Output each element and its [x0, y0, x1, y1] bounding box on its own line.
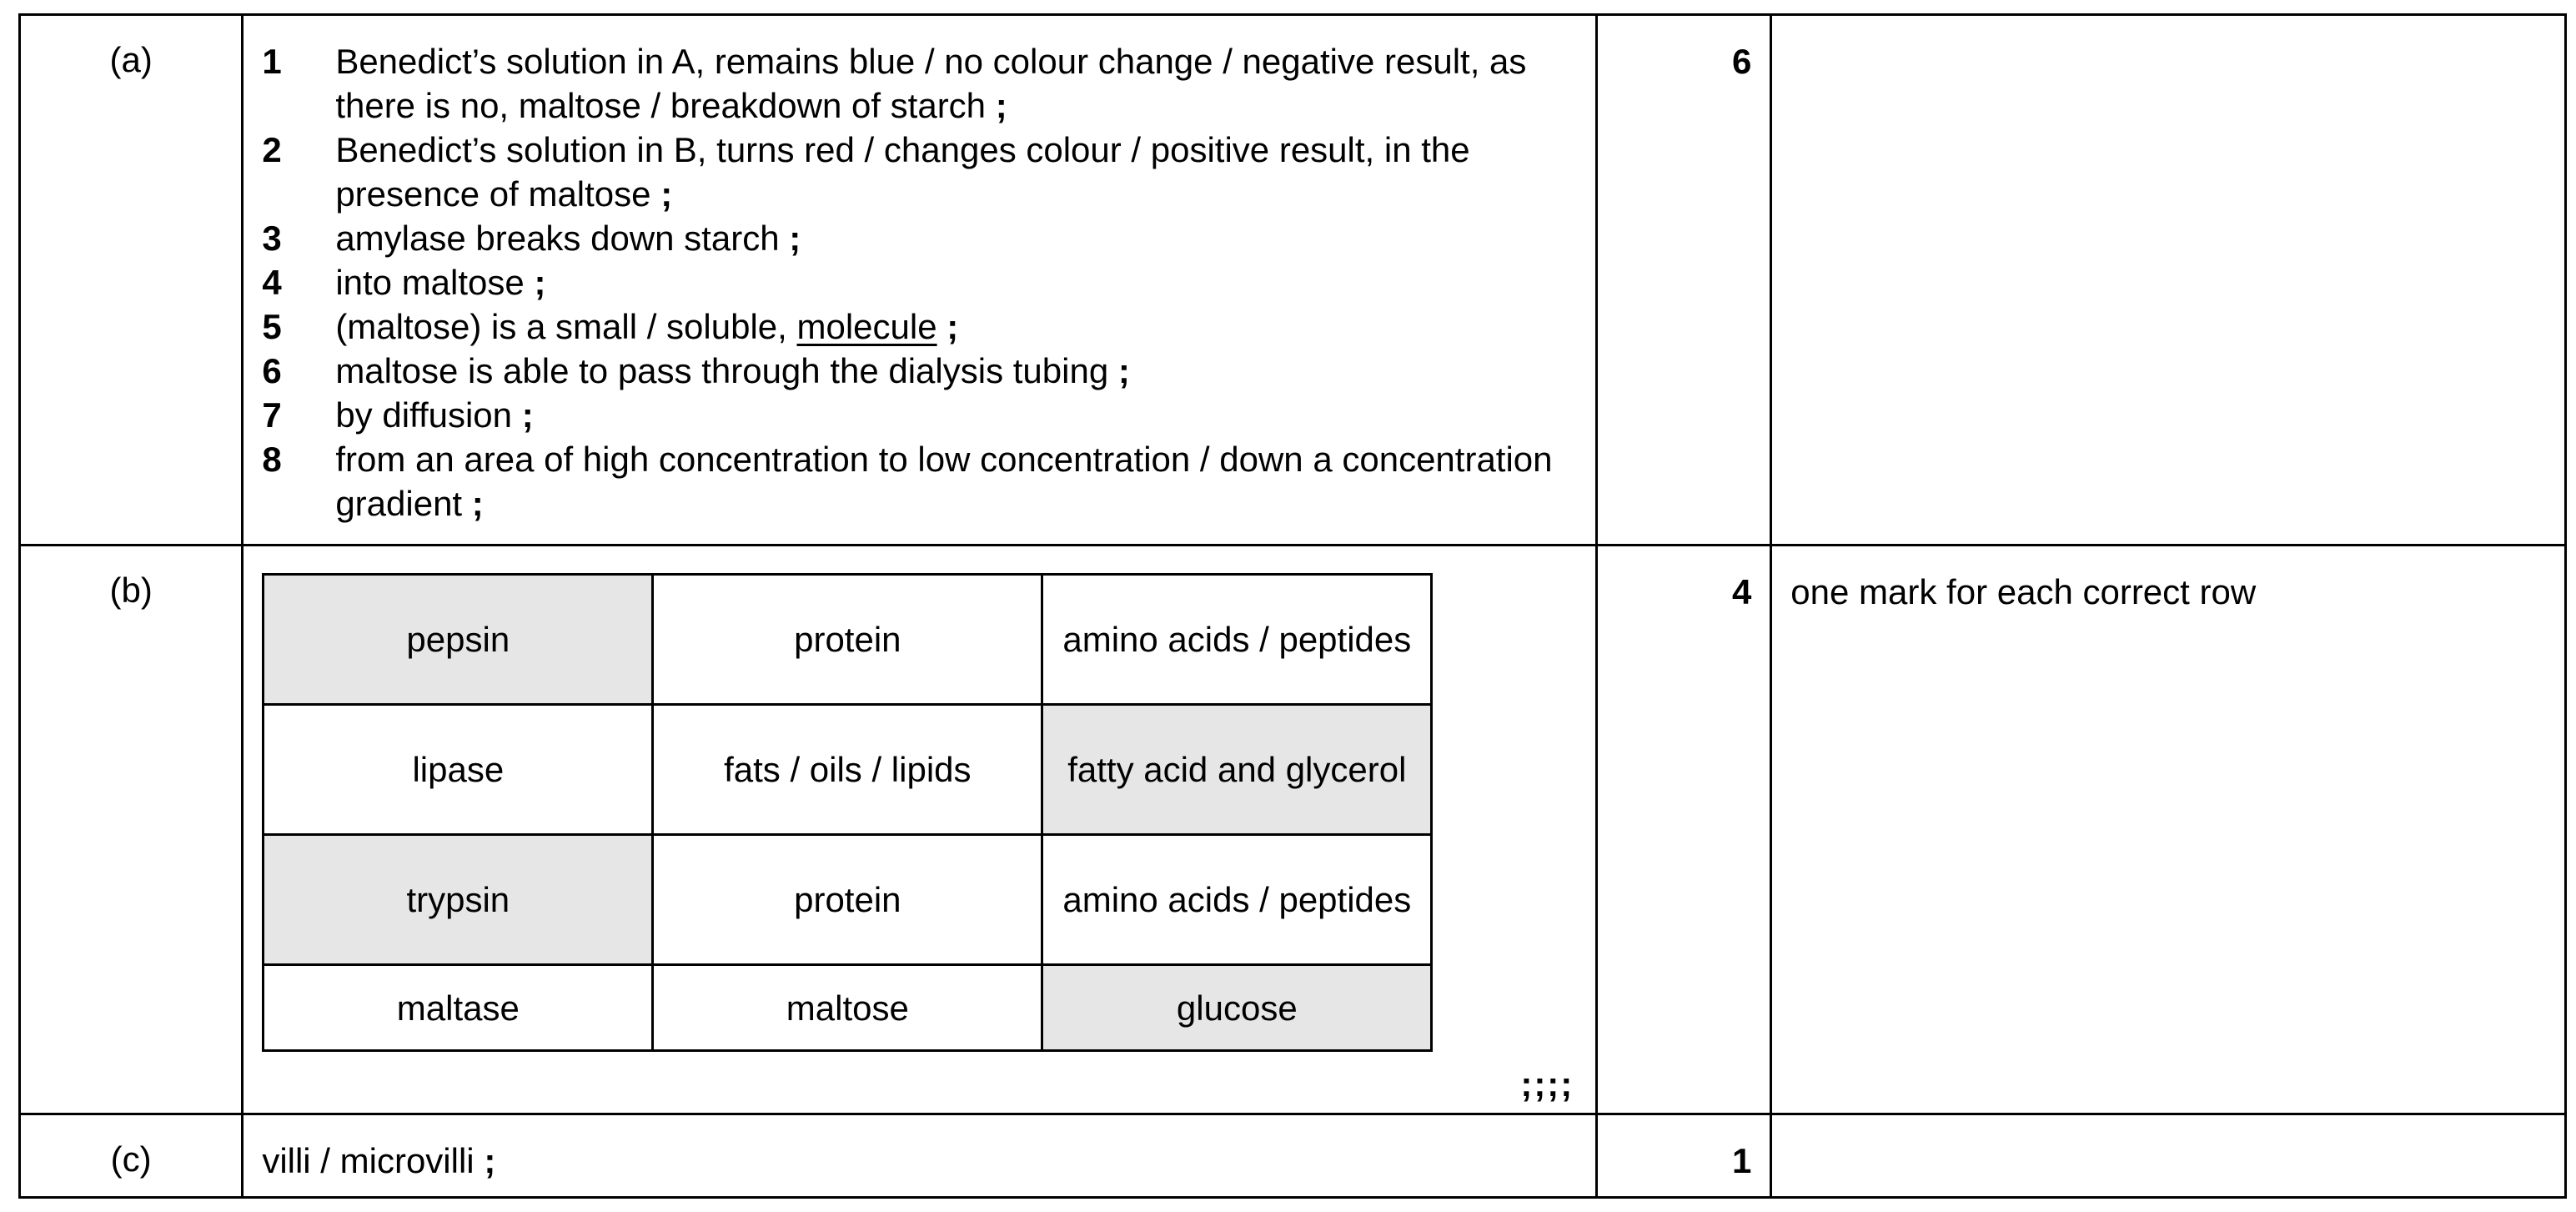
product-cell: amino acids / peptides — [1041, 573, 1434, 706]
point-number: 3 — [262, 219, 282, 258]
point-text: into maltose — [335, 263, 525, 302]
mark-semicolon: ; — [995, 86, 1007, 125]
enzyme-cell: trypsin — [262, 833, 655, 966]
substrate-cell: fats / oils / lipids — [651, 703, 1044, 836]
point-text: (maltose) is a small / soluble, — [335, 307, 797, 346]
mark-semicolon: ; — [534, 263, 546, 302]
mark-semicolon: ; — [1117, 351, 1130, 390]
question-row-b: (b) pepsin protein amino acids / peptide… — [18, 544, 2567, 1115]
enzyme-table: pepsin protein amino acids / peptides li… — [262, 573, 1434, 1052]
substrate-cell: maltose — [651, 963, 1044, 1052]
mark-semicolon: ; — [789, 219, 801, 258]
enzyme-row: lipase fats / oils / lipids fatty acid a… — [262, 703, 1434, 836]
marking-point: 2 Benedict’s solution in B, turns red / … — [262, 128, 1580, 216]
point-number: 6 — [262, 351, 282, 390]
point-text: Benedict’s solution in A, remains blue /… — [335, 42, 1527, 125]
enzyme-cell: maltase — [262, 963, 655, 1052]
point-text: by diffusion — [335, 395, 513, 435]
enzyme-row: maltase maltose glucose — [262, 963, 1434, 1052]
point-number: 4 — [262, 263, 282, 302]
point-number: 1 — [262, 42, 282, 81]
mark-semicolons: ;;;; — [1520, 1064, 1574, 1104]
marking-point: 1 Benedict’s solution in A, remains blue… — [262, 39, 1580, 128]
underlined-keyword: molecule — [796, 307, 937, 346]
question-label: (b) — [18, 544, 244, 1115]
enzyme-cell: lipase — [262, 703, 655, 836]
point-number: 2 — [262, 130, 282, 169]
marking-point: 5 (maltose) is a small / soluble, molecu… — [262, 304, 1580, 349]
point-text: from an area of high concentration to lo… — [335, 440, 1553, 523]
marking-point: 7 by diffusion ; — [262, 393, 1580, 437]
enzyme-cell: pepsin — [262, 573, 655, 706]
question-row-a: (a) 1 Benedict’s solution in A, remains … — [18, 13, 2567, 546]
guidance-text: one mark for each correct row — [1770, 544, 2567, 1115]
mark-scheme-table: (a) 1 Benedict’s solution in A, remains … — [18, 13, 2567, 1199]
question-label: (c) — [18, 1113, 244, 1199]
point-text: amylase breaks down starch — [335, 219, 780, 258]
marking-points: 1 Benedict’s solution in A, remains blue… — [262, 39, 1580, 526]
point-text: Benedict’s solution in B, turns red / ch… — [335, 130, 1470, 214]
point-number: 5 — [262, 307, 282, 346]
mark-semicolon: ; — [660, 174, 673, 214]
enzyme-row: trypsin protein amino acids / peptides — [262, 833, 1434, 966]
product-cell: amino acids / peptides — [1041, 833, 1434, 966]
marks-value: 4 — [1595, 544, 1773, 1115]
guidance-text — [1770, 13, 2567, 546]
guidance-text — [1770, 1113, 2567, 1199]
mark-semicolon: ; — [947, 307, 959, 346]
point-number: 7 — [262, 395, 282, 435]
substrate-cell: protein — [651, 833, 1044, 966]
marking-point: 6 maltose is able to pass through the di… — [262, 349, 1580, 393]
question-label: (a) — [18, 13, 244, 546]
enzyme-table-wrapper: pepsin protein amino acids / peptides li… — [262, 570, 1580, 1104]
mark-semicolon: ; — [484, 1141, 496, 1180]
marks-value: 1 — [1595, 1113, 1773, 1199]
substrate-cell: protein — [651, 573, 1044, 706]
product-cell: glucose — [1041, 963, 1434, 1052]
mark-semicolon: ; — [521, 395, 534, 435]
point-text: maltose is able to pass through the dial… — [335, 351, 1109, 390]
product-cell: fatty acid and glycerol — [1041, 703, 1434, 836]
question-row-c: (c) villi / microvilli ; 1 — [18, 1113, 2567, 1199]
point-number: 8 — [262, 440, 282, 479]
enzyme-row: pepsin protein amino acids / peptides — [262, 573, 1434, 706]
marking-point: 8 from an area of high concentration to … — [262, 437, 1580, 526]
marking-point: 3 amylase breaks down starch ; — [262, 216, 1580, 260]
mark-semicolon: ; — [471, 484, 484, 523]
answer-cell: pepsin protein amino acids / peptides li… — [241, 544, 1599, 1115]
answer-cell: 1 Benedict’s solution in A, remains blue… — [241, 13, 1599, 546]
answer-text: villi / microvilli — [262, 1141, 475, 1180]
marking-point: 4 into maltose ; — [262, 260, 1580, 304]
marks-value: 6 — [1595, 13, 1773, 546]
answer-cell: villi / microvilli ; — [241, 1113, 1599, 1199]
